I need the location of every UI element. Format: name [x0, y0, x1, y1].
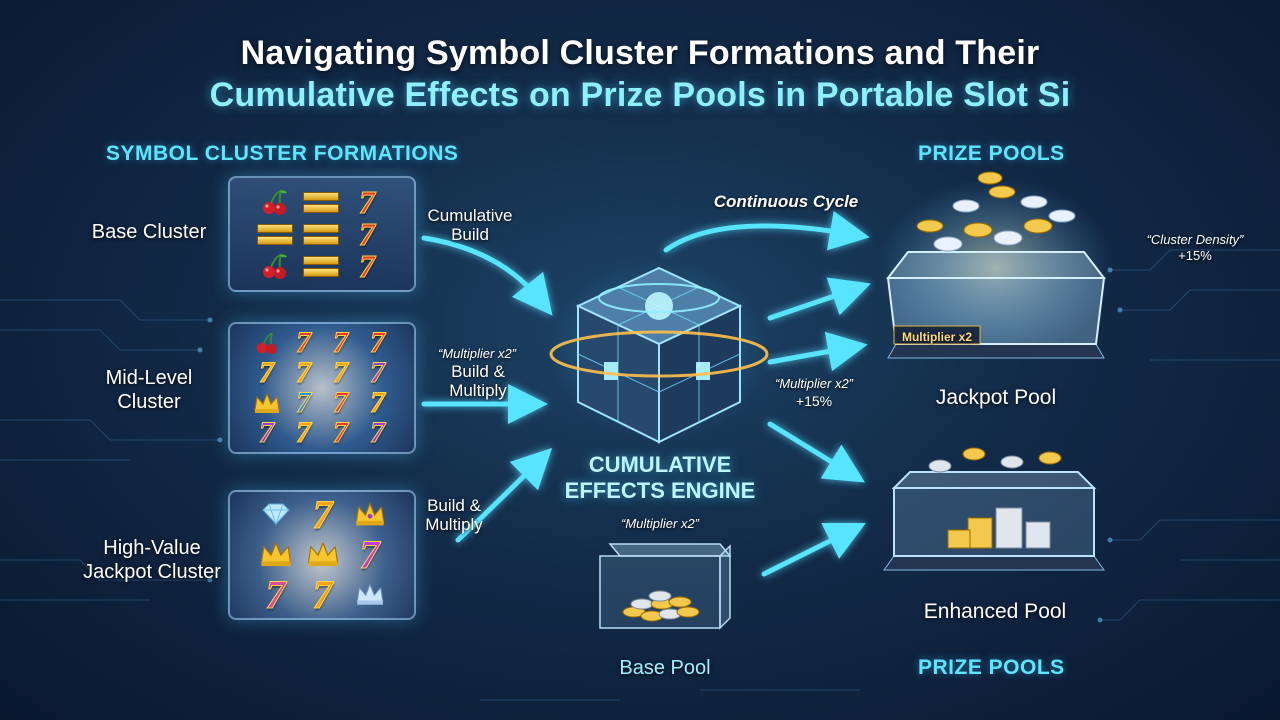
- seven-icon: 7: [370, 386, 386, 420]
- seven-icon: 7: [359, 531, 380, 577]
- jackpot-pool-container: [878, 171, 1114, 359]
- label-base-cluster: Base Cluster: [91, 221, 207, 243]
- bar-icon: [252, 218, 298, 250]
- seven-icon: 7: [333, 386, 349, 420]
- section-heading-prize-pools-bottom: PRIZE POOLS: [918, 656, 1065, 679]
- seven-icon: 7: [359, 215, 376, 252]
- label-line: High-Value: [103, 537, 201, 559]
- bar-icon: [298, 186, 344, 218]
- arrow-icon: [767, 277, 871, 321]
- page-title: Navigating Symbol Cluster Formations and…: [240, 34, 1040, 72]
- annotation-multiplier-x2: “Multiplier x2”: [437, 346, 516, 361]
- seven-icon: 7: [312, 571, 333, 617]
- seven-icon: 7: [296, 326, 312, 360]
- seven-icon: 7: [333, 356, 349, 390]
- bar-icon: [298, 250, 344, 282]
- seven-icon: 7: [333, 416, 349, 450]
- annotation-line: Multiply: [425, 515, 483, 534]
- annotation-line: Cumulative: [427, 206, 513, 225]
- seven-icon: 7: [333, 326, 349, 360]
- seven-icon: 7: [370, 416, 386, 450]
- coin-icon: [916, 171, 1076, 252]
- crown-icon: [252, 534, 299, 574]
- diamond-icon: [252, 494, 299, 534]
- enhanced-pool-label: Enhanced Pool: [923, 600, 1067, 623]
- coin-icon: [622, 590, 700, 622]
- annotation-build-multiply-2: Build & Multiply: [412, 496, 496, 534]
- page-subtitle: Cumulative Effects on Prize Pools in Por…: [209, 76, 1071, 114]
- base-cluster-panel: 7 7 7: [228, 176, 416, 292]
- high-value-cluster-panel: 7 7 7 7: [228, 490, 416, 620]
- engine-label-line: EFFECTS ENGINE: [564, 478, 756, 503]
- cherry-icon: [248, 328, 285, 358]
- annotation-cluster-density: “Cluster Density”: [1146, 232, 1244, 247]
- cube-engine-icon: [549, 261, 769, 444]
- seven-icon: 7: [370, 326, 386, 360]
- arrow-icon: [767, 331, 868, 372]
- seven-icon: 7: [259, 416, 275, 450]
- label-line: Cluster: [117, 391, 181, 413]
- arrow-icon: [767, 421, 866, 483]
- seven-icon: 7: [359, 247, 376, 284]
- annotation-continuous-cycle: Continuous Cycle: [713, 192, 859, 211]
- seven-icon: 7: [296, 386, 312, 420]
- annotation-line: Build &: [451, 362, 505, 381]
- seven-icon: 7: [370, 356, 386, 390]
- seven-icon: 7: [296, 416, 312, 450]
- label-mid-level-cluster: Mid-Level Cluster: [64, 366, 234, 414]
- arrow-icon: [761, 523, 866, 577]
- cherry-icon: [252, 250, 298, 282]
- enhanced-pool-container: [883, 447, 1105, 571]
- coin-icon: [928, 447, 1062, 549]
- jackpot-plate: Multiplier x2: [901, 330, 972, 344]
- seven-icon: 7: [296, 356, 312, 390]
- annotation-cumulative-build: Cumulative Build: [420, 206, 520, 244]
- mid-level-cluster-panel: 7 7 7 7 7 7 7 7 7 7 7 7 7 7: [228, 322, 416, 454]
- annotation-line: Build &: [427, 496, 481, 515]
- annotation-right-multiplier: “Multiplier x2”: [774, 376, 853, 391]
- annotation-right-pct: +15%: [795, 393, 833, 409]
- jackpot-pool-label: Jackpot Pool: [935, 386, 1057, 409]
- section-heading-clusters: SYMBOL CLUSTER FORMATIONS: [106, 142, 459, 165]
- bar-icon: [298, 218, 344, 250]
- seven-icon: 7: [265, 571, 286, 617]
- engine-label: CUMULATIVE EFFECTS ENGINE: [540, 452, 780, 504]
- arrow-icon: [663, 210, 870, 253]
- arrow-icon: [455, 447, 553, 543]
- crown-icon: [248, 388, 285, 418]
- annotation-density-pct: +15%: [1178, 248, 1212, 263]
- label-high-value-cluster: High-Value Jackpot Cluster: [62, 536, 242, 584]
- label-line: Jackpot Cluster: [83, 561, 221, 583]
- seven-icon: 7: [259, 356, 275, 390]
- crown-icon: [346, 574, 393, 614]
- base-pool-multiplier: “Multiplier x2”: [620, 516, 699, 531]
- base-pool-container: [599, 543, 732, 630]
- annotation-build-multiply: Build & Multiply: [428, 362, 528, 400]
- seven-icon: 7: [359, 183, 376, 220]
- annotation-line: Multiply: [449, 381, 507, 400]
- label-line: Mid-Level: [105, 367, 193, 389]
- seven-icon: 7: [312, 491, 333, 537]
- crown-icon: [299, 534, 346, 574]
- section-heading-prize-pools: PRIZE POOLS: [918, 142, 1065, 165]
- engine-label-line: CUMULATIVE: [588, 452, 732, 477]
- crown-icon: [346, 494, 393, 534]
- cherry-icon: [252, 186, 298, 218]
- arrow-icon: [421, 235, 553, 316]
- base-pool-label: Base Pool: [619, 657, 711, 679]
- annotation-line: Build: [451, 225, 489, 244]
